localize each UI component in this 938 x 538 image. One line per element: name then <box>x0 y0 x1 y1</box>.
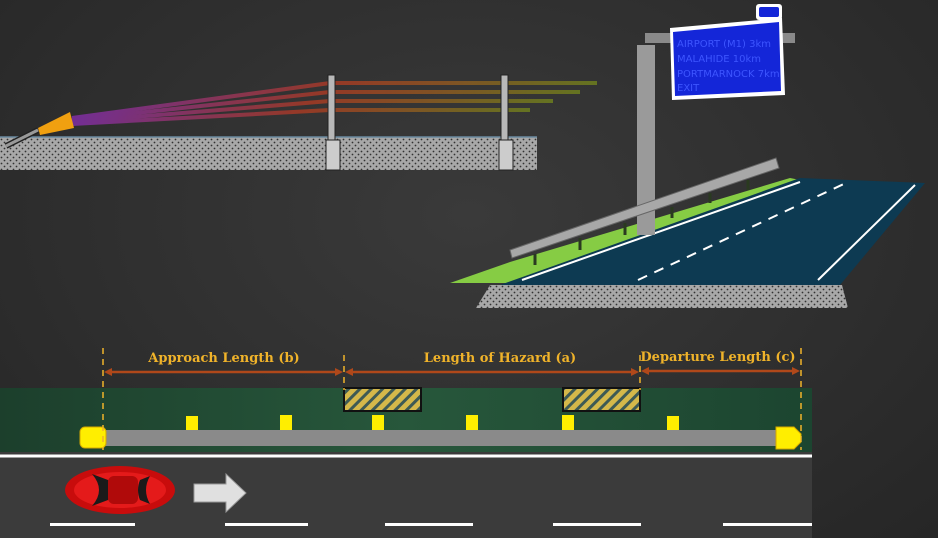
guardrail-end-terminal <box>775 426 802 450</box>
guardrail-end-terminal <box>79 426 107 449</box>
hazard-zone <box>343 387 422 412</box>
sign-line: AIRPORT (M1) 3km <box>677 39 771 50</box>
sign-line: MALAHIDE 10km <box>677 54 761 65</box>
hazard-zone <box>562 387 641 412</box>
sign-line: EXIT <box>677 83 700 94</box>
sign-line: PORTMARNOCK 7km <box>677 69 780 80</box>
ground-slab <box>0 137 537 170</box>
dimension-arrows <box>104 367 800 376</box>
approach-length-label: Approach Length (b) <box>147 351 299 366</box>
cable-barrier-side-view <box>0 74 597 171</box>
departure-length-label: Departure Length (c) <box>640 350 795 365</box>
barrier-posts <box>186 415 679 430</box>
direction-sign: AIRPORT (M1) 3km MALAHIDE 10km PORTMARNO… <box>670 4 785 100</box>
hazard-length-label: Length of Hazard (a) <box>424 351 576 366</box>
guardrail-beam <box>509 157 780 259</box>
post-footing <box>498 139 514 171</box>
highway-surface <box>500 178 925 285</box>
guardrail <box>100 430 780 446</box>
barrier-post <box>500 74 509 141</box>
barrier-post <box>327 74 336 141</box>
plan-view: Approach Length (b) Length of Hazard (a)… <box>0 348 812 538</box>
lane-markings <box>50 523 812 526</box>
arrow-right-icon <box>193 472 247 514</box>
post-footing <box>325 139 341 171</box>
car-icon <box>65 466 175 514</box>
road-base <box>476 285 848 308</box>
cable-anchor <box>38 112 74 135</box>
highway-perspective: AIRPORT (M1) 3km MALAHIDE 10km PORTMARNO… <box>450 4 925 308</box>
sign-post <box>637 45 655 235</box>
